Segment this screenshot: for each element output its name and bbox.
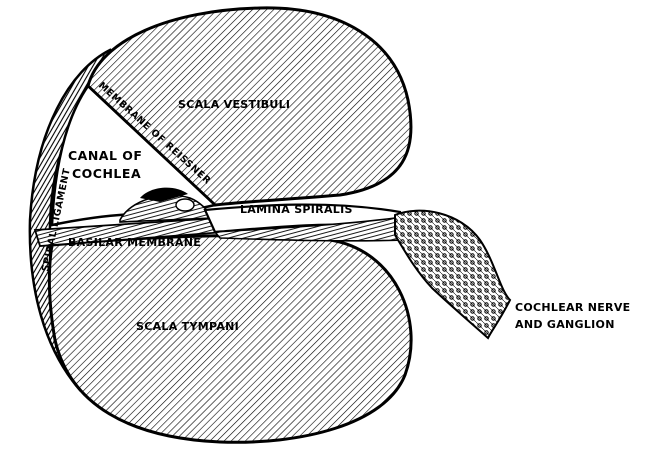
label-lamina-spiralis: LAMINA SPIRALIS (240, 203, 353, 216)
label-cochlear-nerve-2: AND GANGLION (515, 318, 615, 331)
label-canal-of-cochlea-2: COCHLEA (72, 166, 141, 181)
label-canal-of-cochlea-1: CANAL OF (68, 148, 142, 163)
label-basilar-membrane: BASILAR MEMBRANE (68, 236, 201, 249)
label-scala-tympani: SCALA TYMPANI (136, 320, 239, 333)
label-scala-vestibuli: SCALA VESTIBULI (178, 98, 290, 111)
label-cochlear-nerve-1: COCHLEAR NERVE (515, 301, 630, 314)
cochlear-ganglion (395, 211, 510, 338)
scala-tympani-region (49, 236, 411, 443)
